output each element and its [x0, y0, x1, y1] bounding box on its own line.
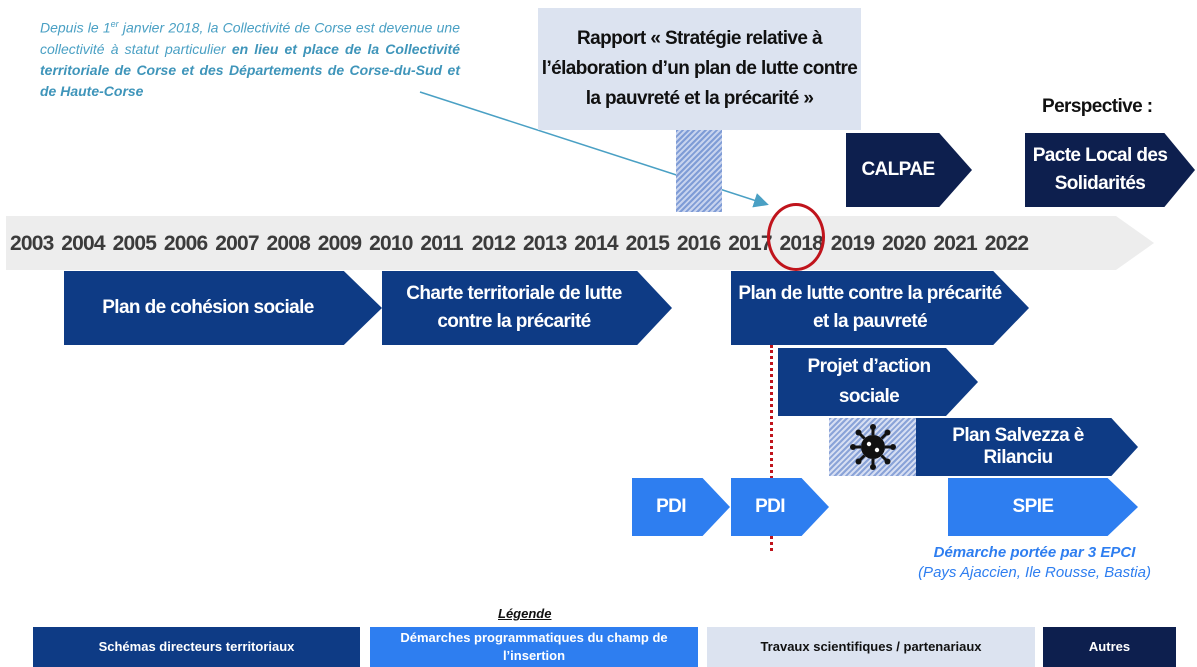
demarche-note: Démarche portée par 3 EPCI (Pays Ajaccie… — [897, 543, 1172, 583]
plan-salvezza-arrow: Plan Salvezza è Rilanciu — [916, 418, 1138, 476]
timeline-bar — [6, 216, 1154, 270]
spie-label: SPIE — [1012, 496, 1055, 517]
year-2022: 2022 — [984, 232, 1029, 255]
pacte-line-2: Solidarités — [1054, 173, 1146, 194]
salvezza-label: Plan Salvezza è Rilanciu — [952, 425, 1084, 468]
year-2011: 2011 — [420, 232, 463, 255]
legend-title: Légende — [498, 606, 552, 621]
spie-arrow: SPIE — [948, 478, 1138, 536]
calpae-label: CALPAE — [861, 159, 935, 180]
legend-item-travaux: Travaux scientifiques / partenariaux — [707, 627, 1035, 667]
year-2015: 2015 — [625, 232, 670, 255]
virus-icon — [850, 424, 896, 470]
intro-note: Depuis le 1er janvier 2018, la Collectiv… — [40, 14, 460, 102]
year-2007: 2007 — [215, 232, 259, 255]
pdi-1-label: PDI — [656, 496, 686, 517]
year-2008: 2008 — [266, 232, 311, 255]
legend-item-4-label: Autres — [1088, 639, 1131, 654]
year-2021: 2021 — [933, 232, 977, 255]
intro-text-2: janvier 2018, la Collectivité de Corse e… — [40, 19, 460, 57]
rapport-box: Rapport « Stratégie relative à l’élabora… — [538, 8, 861, 130]
projet-line-2: sociale — [838, 386, 900, 407]
charte-territoriale-arrow: Charte territoriale de lutte contre la p… — [382, 271, 672, 345]
rapport-line-2: l’élaboration d’un plan de lutte contre — [541, 58, 858, 79]
year-2014: 2014 — [574, 232, 618, 255]
rapport-line-1: Rapport « Stratégie relative à — [577, 28, 823, 49]
intro-text-1: Depuis le 1 — [40, 19, 111, 36]
legend-item-demarches: Démarches programmatiques du champ de l’… — [370, 627, 698, 667]
year-2010: 2010 — [369, 232, 413, 255]
demarche-line-1: Démarche portée par 3 EPCI — [933, 544, 1136, 561]
rapport-line-3: la pauvreté et la précarité » — [585, 88, 814, 109]
intro-text-bold: en lieu et place de la Collectivité terr… — [40, 40, 460, 99]
dotted-marker-2018 — [770, 345, 773, 551]
legend-item-autres: Autres — [1043, 627, 1176, 667]
projet-line-1: Projet d’action — [807, 356, 932, 377]
year-2016: 2016 — [676, 232, 721, 255]
year-2012: 2012 — [471, 232, 516, 255]
year-2004: 2004 — [61, 232, 105, 255]
pacte-local-arrow: Pacte Local des Solidarités — [1025, 133, 1195, 207]
year-2019: 2019 — [830, 232, 875, 255]
pacte-line-1: Pacte Local des — [1032, 145, 1168, 166]
highlight-circle-2018 — [767, 203, 825, 271]
year-2005: 2005 — [112, 232, 157, 255]
legend-item-1-label: Schémas directeurs territoriaux — [98, 639, 295, 654]
year-2006: 2006 — [163, 232, 208, 255]
year-2009: 2009 — [317, 232, 362, 255]
plan-lutte-line-2: et la pauvreté — [812, 311, 928, 332]
salvezza-hatch — [829, 418, 917, 476]
legend-item-schemas: Schémas directeurs territoriaux — [33, 627, 360, 667]
rapport-connector-hatch — [676, 130, 722, 212]
demarche-line-2: (Pays Ajaccien, Ile Rousse, Bastia) — [918, 564, 1151, 581]
perspective-label: Perspective : — [1042, 96, 1153, 117]
plan-cohesion-label: Plan de cohésion sociale — [102, 297, 314, 318]
plan-lutte-arrow: Plan de lutte contre la précarité et la … — [731, 271, 1029, 345]
charte-line-1: Charte territoriale de lutte — [406, 283, 622, 304]
projet-action-arrow: Projet d’action sociale — [778, 348, 978, 416]
legend-item-2-label: Démarches programmatiques du champ de l’… — [400, 630, 668, 663]
intro-superscript: er — [110, 19, 119, 29]
year-2013: 2013 — [523, 232, 567, 255]
year-2003: 2003 — [10, 232, 54, 255]
pdi-2-label: PDI — [755, 496, 785, 517]
year-2017: 2017 — [728, 232, 772, 255]
charte-line-2: contre la précarité — [437, 311, 591, 332]
plan-cohesion-arrow: Plan de cohésion sociale — [64, 271, 382, 345]
year-2020: 2020 — [882, 232, 926, 255]
plan-lutte-line-1: Plan de lutte contre la précarité — [738, 283, 1002, 304]
pdi-arrow-1: PDI — [632, 478, 730, 536]
legend-item-3-label: Travaux scientifiques / partenariaux — [760, 639, 982, 654]
